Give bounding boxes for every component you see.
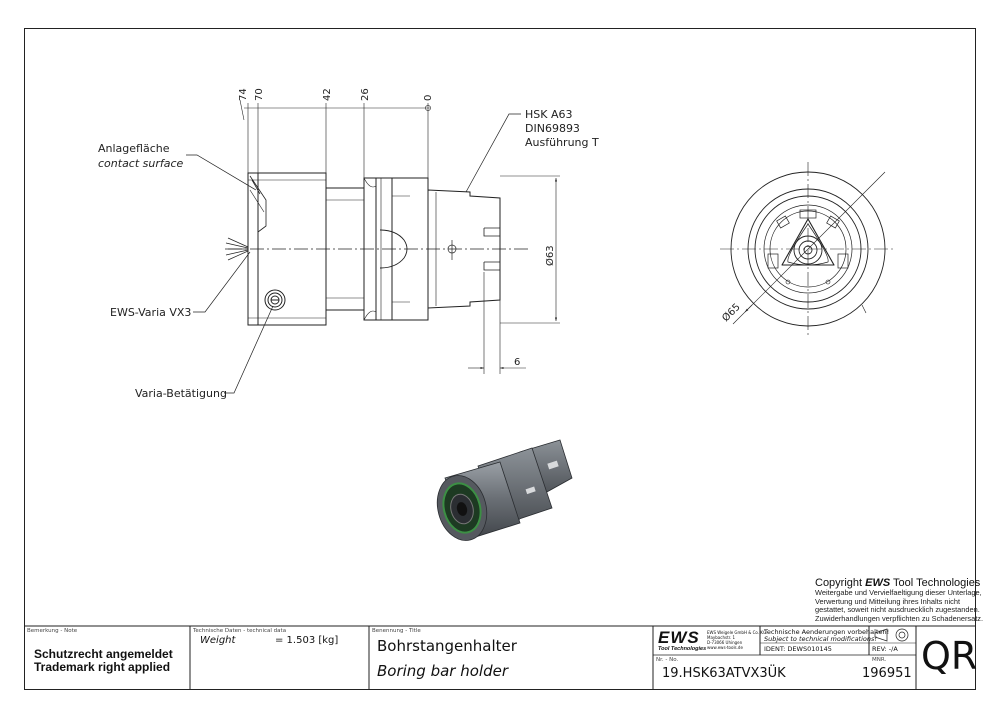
contact-surface-label-en: contact surface: [98, 157, 184, 170]
dim-dia65: Ø65: [720, 301, 743, 324]
dimension-lines: [239, 99, 560, 374]
copyright-line: Weitergabe und Vervielfaeltigung dieser …: [815, 588, 982, 597]
weight-value: = 1.503 [kg]: [275, 635, 339, 646]
company-address: EWS Weigele GmbH & Co. KG Maybachstr. 1 …: [707, 630, 767, 650]
number-caption: Nr. - No.: [656, 657, 679, 663]
dim-70: 70: [254, 88, 265, 101]
remark-line-1: Schutzrecht angemeldet: [34, 647, 173, 661]
dim-74: 74: [238, 88, 249, 101]
ews-logo-subtitle: Tool Technologies: [658, 646, 707, 652]
title-german: Bohrstangenhalter: [377, 637, 517, 655]
drawing-frame: [24, 28, 976, 690]
dim-6: 6: [514, 357, 520, 368]
title-english: Boring bar holder: [377, 662, 509, 680]
copyright-block: Copyright EWS Tool Technologies Weiterga…: [815, 577, 984, 623]
hsk-label-line3: Ausführung T: [525, 136, 599, 149]
weight-label: Weight: [200, 635, 236, 646]
tech-data-caption: Technische Daten - technical data: [193, 628, 287, 634]
front-view: [720, 162, 895, 336]
dim-26: 26: [360, 88, 371, 101]
title-caption: Benennung - Title: [372, 628, 421, 634]
copyright-heading: Copyright EWS Tool Technologies: [815, 577, 981, 589]
part-number: 19.HSK63ATVX3ÜK: [662, 666, 786, 681]
hsk-label-line2: DIN69893: [525, 122, 580, 135]
varia-actuation-label: Varia-Betätigung: [135, 387, 227, 400]
revision: REV: -/A: [872, 645, 898, 653]
copyright-line: gestattet, soweit nicht ausdruecklich zu…: [815, 605, 980, 615]
title-block-grid: [24, 625, 976, 690]
sheet-format-code: QR: [921, 634, 978, 678]
varia-actuation-screw-icon: [264, 289, 286, 311]
copyright-line: Zuwiderhandlungen verpflichten zu Schade…: [815, 613, 984, 623]
remark-line-2: Trademark right applied: [34, 660, 171, 674]
varia-label: EWS-Varia VX3: [110, 306, 192, 319]
changes-notice-en: Subject to technical modifications!: [764, 635, 877, 643]
hsk-label-line1: HSK A63: [525, 108, 573, 121]
dim-dia63: Ø63: [544, 245, 556, 266]
mnr-caption: MNR.: [872, 657, 887, 663]
copyright-line: Verwertung und Mitteilung ihres Inhalts …: [815, 596, 961, 606]
dim-0: 0: [423, 95, 434, 101]
changes-notice-de: Technische Aenderungen vorbehalten!: [764, 628, 890, 636]
leader-lines: [186, 113, 521, 394]
ews-logo: EWS: [658, 628, 700, 647]
ident-number: IDENT: DEWS010145: [764, 645, 832, 653]
contact-surface-label-de: Anlagefläche: [98, 142, 170, 155]
mnr-number: 196951: [862, 666, 912, 681]
remark-caption: Bemerkung - Note: [27, 628, 78, 634]
dim-42: 42: [322, 88, 333, 101]
isometric-render: [436, 439, 573, 541]
side-view: [228, 172, 530, 326]
